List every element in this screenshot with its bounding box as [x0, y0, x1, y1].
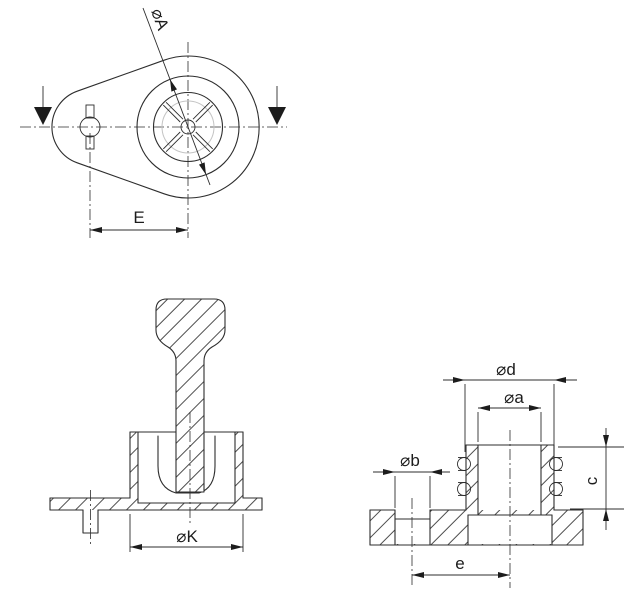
cross-pin: [79, 104, 101, 150]
lever-hatching: [156, 299, 225, 492]
dimension-diameter-d: ⌀d: [443, 360, 577, 452]
stub-outline: [242, 497, 263, 511]
dimension-diameter-a: ⌀A: [142, 6, 211, 186]
top-view: ⌀A E: [20, 6, 287, 238]
section-arrow-left: [34, 86, 52, 125]
socket-cavity-outline: [157, 435, 216, 494]
b-dimension-label: ⌀b: [400, 451, 420, 470]
plate-hole-fill: [395, 510, 430, 544]
dimension-c: c: [558, 428, 624, 530]
cross-spokes: [162, 101, 214, 153]
flange-hatching: [50, 498, 130, 510]
dimension-diameter-k: ⌀K: [129, 514, 244, 552]
plate-outline: [369, 509, 584, 546]
section-arrow-right: [268, 86, 286, 125]
lever-outline: [155, 298, 226, 493]
cup-outline: [129, 431, 244, 511]
boss-right-wall-hatching: [541, 445, 554, 510]
a-dimension-label: ⌀a: [504, 388, 524, 407]
boss-outer-circle: [136, 75, 240, 179]
e-dimension-label: E: [133, 208, 144, 227]
c-dimension-label: c: [582, 476, 601, 485]
teardrop-flange-outline: [51, 55, 260, 199]
boss-left-wall-hatching: [466, 445, 478, 510]
dimension-e-side: e: [412, 554, 510, 578]
dimension-e: E: [90, 208, 188, 233]
o-ring-circles: [457, 457, 563, 496]
boss-inner-circle: [152, 91, 224, 163]
diameter-a-arrow-bottom: [199, 162, 206, 175]
faint-bore-circle: [161, 100, 215, 154]
d-dimension-label: ⌀d: [496, 360, 516, 379]
e-side-dimension-label: e: [455, 554, 464, 573]
front-section-view: ⌀K: [49, 298, 263, 552]
diameter-a-arrow-top: [170, 79, 177, 92]
dimension-diameter-a-side: ⌀a: [477, 388, 542, 442]
diameter-a-leader-line: [142, 7, 211, 186]
dimension-diameter-b: ⌀b: [373, 451, 450, 508]
k-dimension-label: ⌀K: [176, 527, 198, 546]
center-hole: [180, 119, 196, 135]
stub-hatching: [243, 498, 262, 510]
side-section-view: ⌀d ⌀a ⌀b c: [369, 360, 624, 588]
